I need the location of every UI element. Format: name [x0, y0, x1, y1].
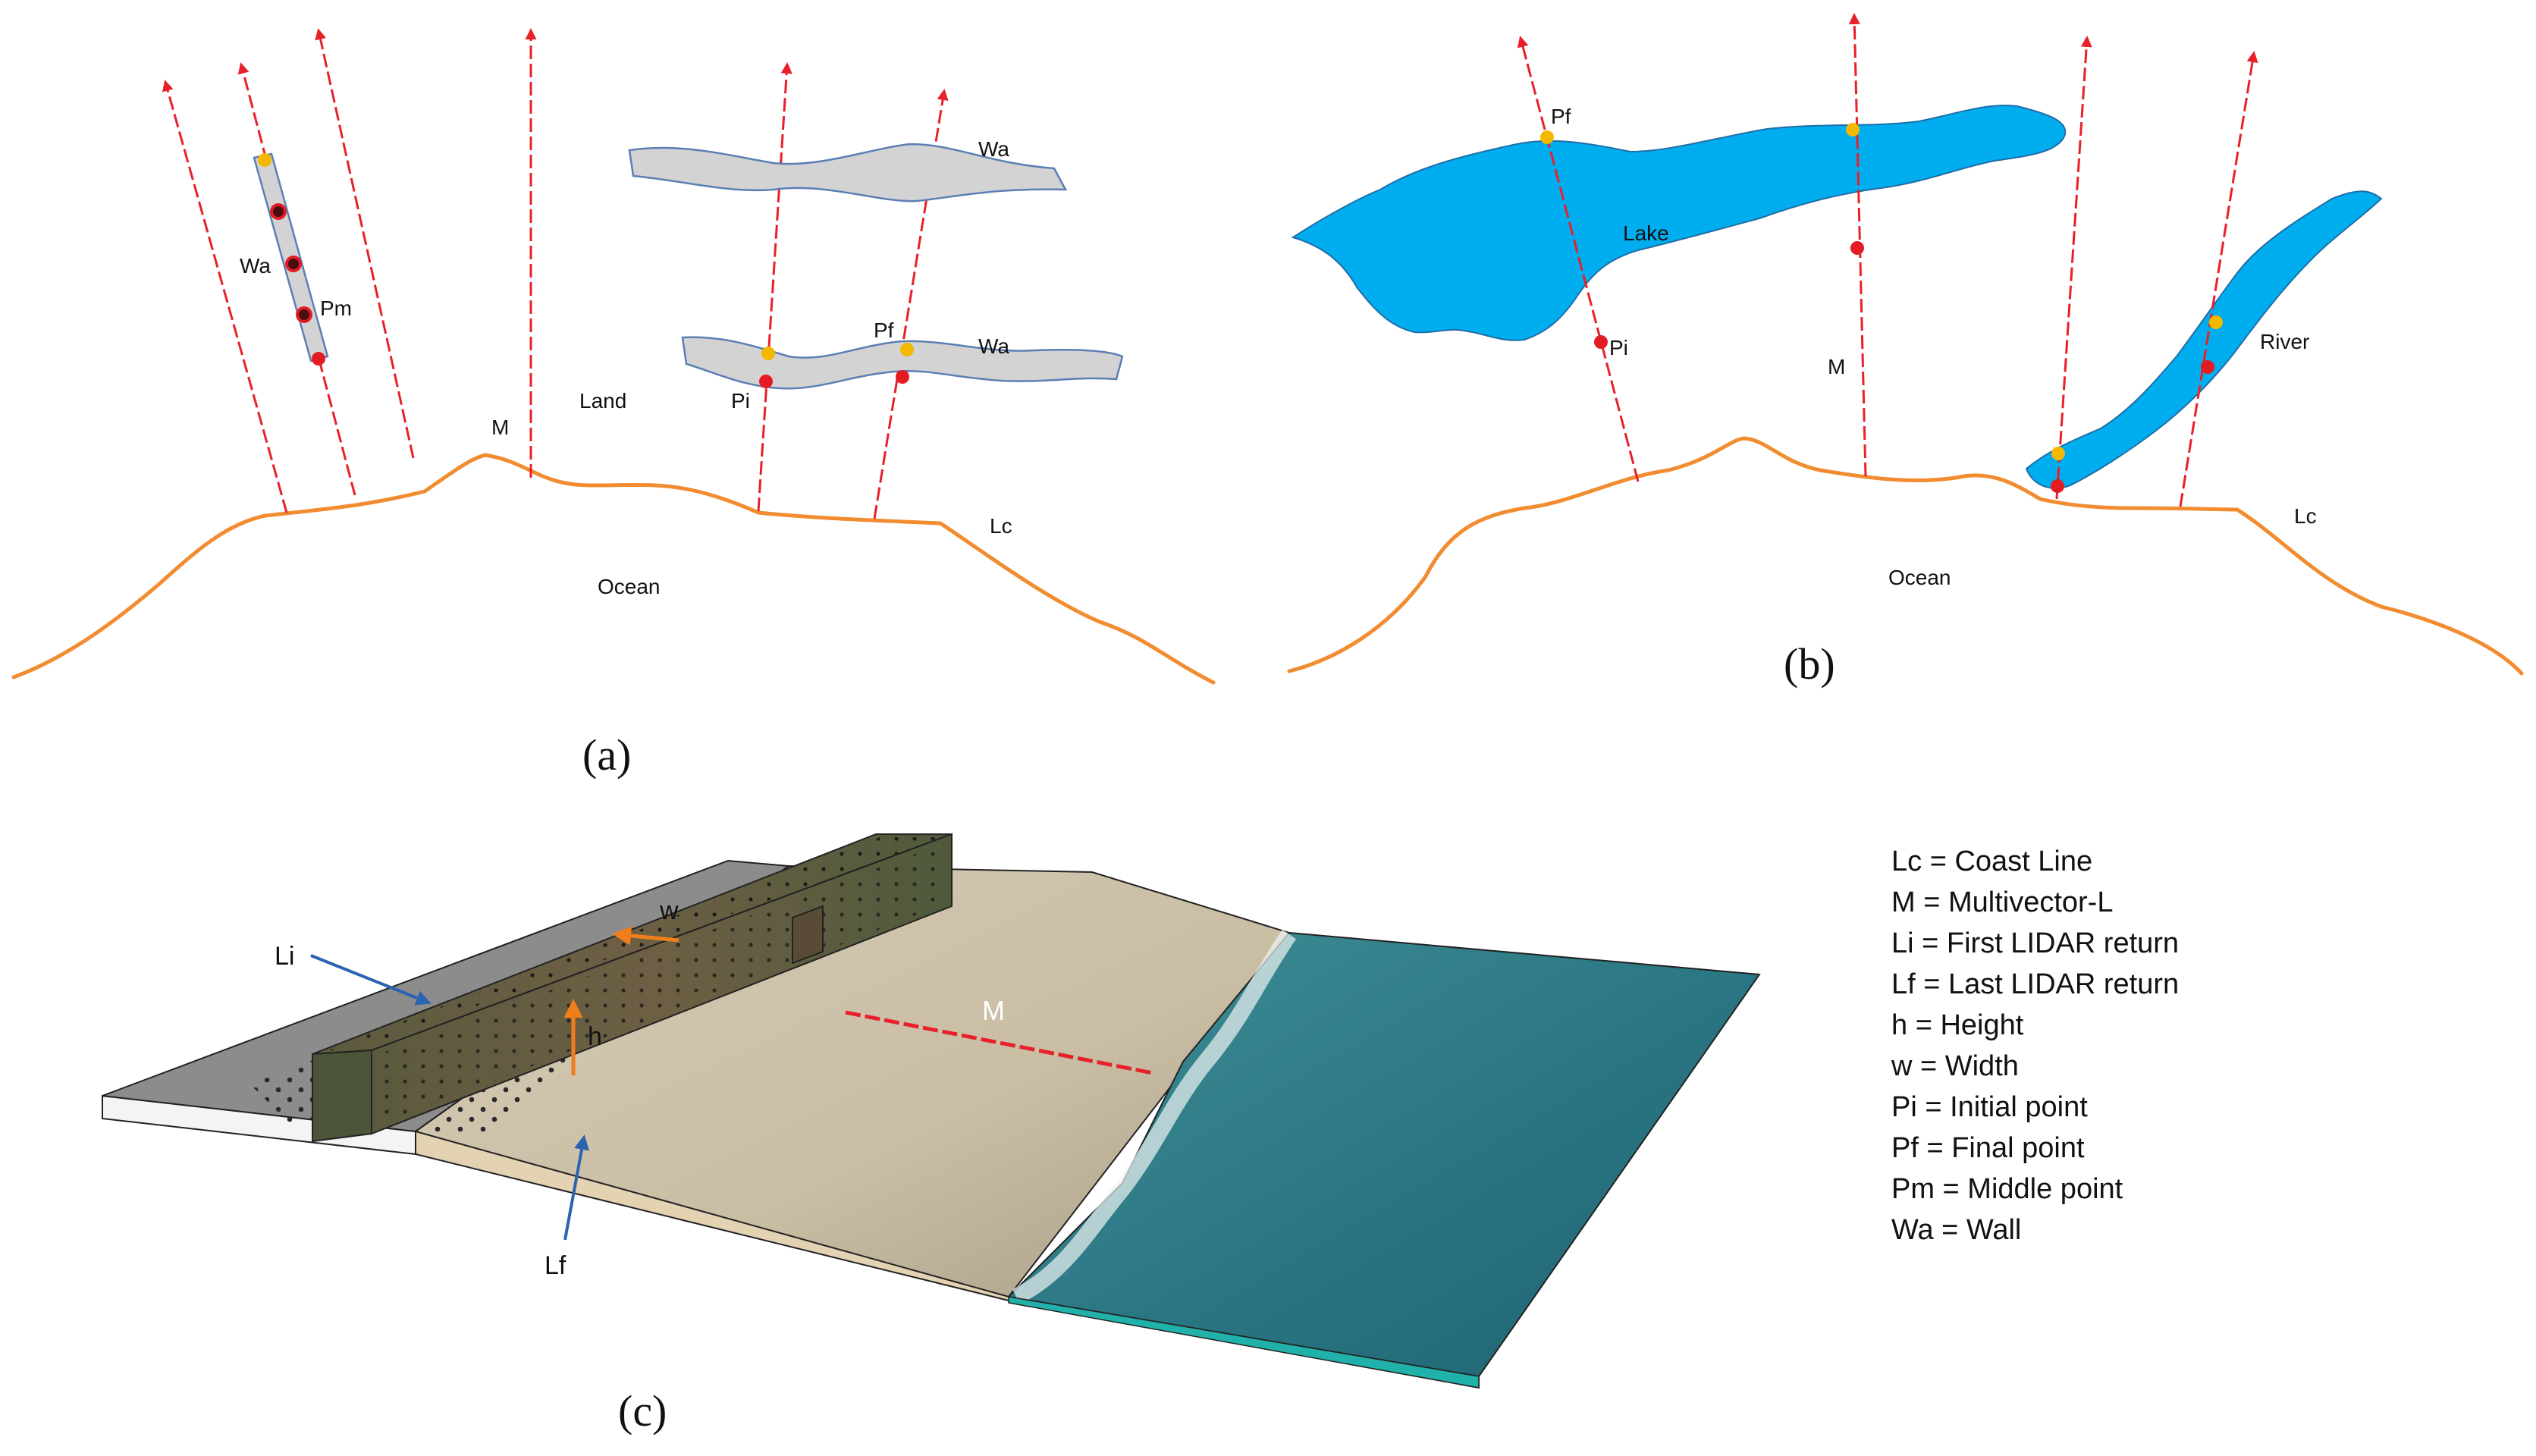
- caption-b: (b): [1784, 639, 1835, 689]
- label-land: Land: [579, 389, 626, 413]
- legend-item-wa: Wa = Wall: [1891, 1214, 2021, 1246]
- legend-item-lf: Lf = Last LIDAR return: [1891, 968, 2179, 1000]
- label-lc-a: Lc: [990, 514, 1012, 538]
- vector-b4: [2179, 51, 2258, 507]
- point-pm-3: [296, 306, 312, 323]
- label-m-a: M: [491, 416, 509, 439]
- point-pi-a2: [759, 375, 773, 388]
- point-pi-b1: [1594, 335, 1608, 349]
- wall-front: [312, 1049, 372, 1143]
- legend-item-w: w = Width: [1891, 1050, 2019, 1082]
- wall-top-dots: [326, 837, 944, 1051]
- label-m-b: M: [1828, 355, 1845, 378]
- vector-a1: [162, 80, 288, 513]
- legend-item-pm: Pm = Middle point: [1891, 1173, 2123, 1205]
- label-li: Li: [275, 942, 294, 971]
- point-pm-1: [270, 203, 287, 220]
- point-pi-a3: [896, 370, 909, 384]
- point-pf-a3: [900, 343, 914, 356]
- label-ocean-b: Ocean: [1888, 566, 1951, 589]
- legend-item-li: Li = First LIDAR return: [1891, 927, 2179, 959]
- vector-a3: [315, 28, 415, 459]
- point-pi-a1: [312, 352, 325, 366]
- lake: [1291, 105, 2067, 341]
- vector-c: [845, 1010, 1153, 1075]
- wall-horizontal-lower: [681, 336, 1124, 390]
- legend: Lc = Coast Line M = Multivector-L Li = F…: [1891, 846, 2179, 1246]
- vector-b1: [1517, 36, 1640, 482]
- label-pm: Pm: [320, 297, 352, 320]
- label-lf: Lf: [545, 1251, 567, 1280]
- point-pf-b2: [1846, 123, 1860, 136]
- label-pf-a: Pf: [874, 318, 894, 342]
- label-lc-b: Lc: [2294, 504, 2317, 528]
- legend-item-m: M = Multivector-L: [1891, 886, 2113, 918]
- caption-c: (c): [618, 1386, 667, 1436]
- point-pi-b2: [1850, 241, 1864, 255]
- width-arrow: [612, 926, 680, 946]
- legend-item-h: h = Height: [1891, 1009, 2024, 1041]
- point-pf-a1: [258, 153, 271, 167]
- caption-a: (a): [582, 730, 631, 780]
- label-wa-upper: Wa: [978, 137, 1009, 161]
- label-wa-lower: Wa: [978, 334, 1009, 358]
- coastline-b: [1287, 436, 2524, 676]
- label-wa-vertical: Wa: [240, 254, 271, 278]
- label-ocean-a: Ocean: [598, 575, 661, 598]
- surf-line: [1012, 929, 1297, 1304]
- label-m-c: M: [982, 995, 1005, 1026]
- lidar-last-return-points: [416, 866, 940, 1138]
- legend-item-pi: Pi = Initial point: [1891, 1091, 2088, 1123]
- label-pf-b: Pf: [1551, 105, 1571, 128]
- lf-arrow: [563, 1134, 589, 1241]
- point-pi-b4: [2201, 360, 2214, 374]
- legend-item-pf: Pf = Final point: [1891, 1132, 2085, 1164]
- point-pf-b4: [2209, 315, 2223, 329]
- point-pm-2: [285, 256, 302, 272]
- sea-side: [1008, 1296, 1480, 1389]
- label-pi-a: Pi: [731, 389, 750, 413]
- panel-a: Wa Pm M Land Wa Pf Wa Pi Lc Ocean (a): [11, 28, 1216, 780]
- panel-c: Li w h M Lf (c): [102, 833, 1761, 1436]
- label-w: w: [659, 896, 679, 925]
- panel-b: Pf Lake Pi M River Lc Ocean (b): [1287, 13, 2524, 689]
- wall-tower: [792, 905, 824, 965]
- coastline-a: [11, 453, 1216, 685]
- label-h: h: [588, 1022, 602, 1051]
- legend-item-lc: Lc = Coast Line: [1891, 846, 2092, 877]
- vector-a5: [757, 62, 792, 512]
- point-pf-a2: [761, 347, 775, 360]
- river: [2025, 190, 2383, 489]
- li-arrow: [310, 954, 432, 1006]
- vector-b3: [2055, 36, 2092, 500]
- label-river: River: [2260, 330, 2309, 353]
- label-pi-b: Pi: [1609, 336, 1628, 359]
- label-lake: Lake: [1623, 221, 1669, 245]
- wall-horizontal-upper: [628, 143, 1068, 202]
- point-pi-b3: [2051, 479, 2064, 493]
- point-pf-b1: [1540, 130, 1554, 144]
- point-pf-b3: [2051, 447, 2065, 460]
